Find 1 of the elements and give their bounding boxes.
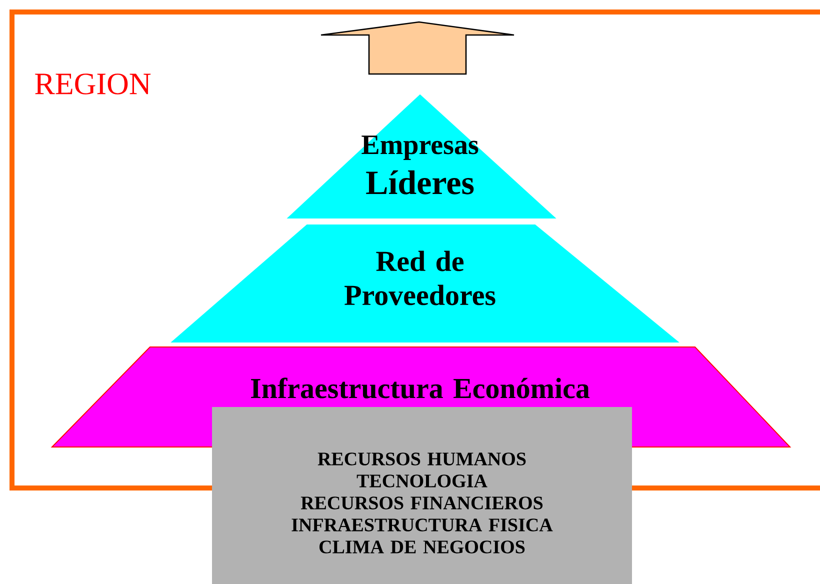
factor-box: RECURSOS HUMANOS TECNOLOGIA RECURSOS FINANCIEROS INFRAESTRUCTURA FISICA CLIMA DE NEGOCIOS: [212, 407, 632, 584]
